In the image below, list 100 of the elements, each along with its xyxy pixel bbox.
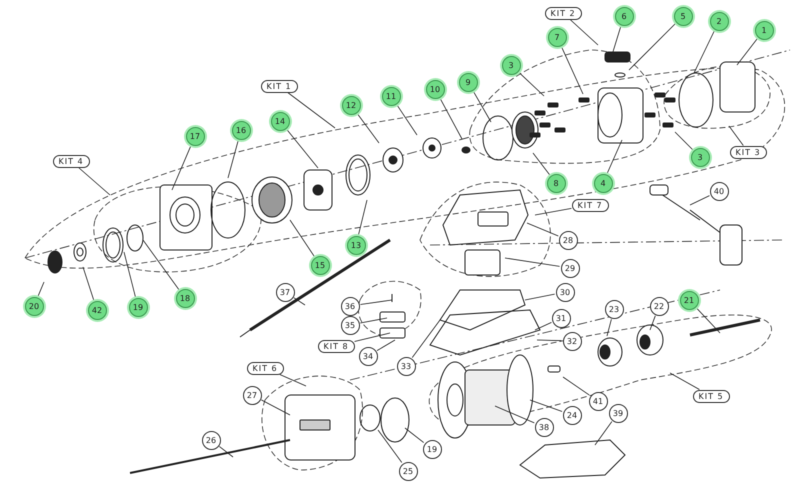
leader-line	[378, 430, 402, 463]
leader-line	[472, 90, 492, 122]
leader-line	[534, 322, 552, 330]
leader-line	[142, 240, 180, 290]
callout-number: 35	[340, 316, 360, 334]
callout-number: 7	[548, 28, 566, 46]
callout-number: 24	[562, 406, 582, 424]
leader-line	[606, 318, 612, 336]
leader-line	[494, 406, 535, 424]
leader-line	[526, 222, 559, 236]
leader-line	[290, 220, 315, 257]
leader-line	[228, 140, 239, 178]
leader-line	[360, 300, 392, 305]
callout-number: 5	[674, 6, 692, 26]
leader-line	[674, 132, 693, 150]
leader-line	[38, 282, 44, 297]
leader-line	[396, 104, 418, 136]
leader-line	[404, 428, 424, 443]
leader-line	[736, 38, 758, 66]
callout-number: 13	[346, 236, 366, 254]
callout-number: 19	[128, 298, 148, 316]
callout-number: 25	[398, 462, 418, 480]
kit-label: KIT 2	[544, 6, 582, 20]
leader-line	[530, 400, 562, 412]
kit-label: KIT 1	[260, 80, 298, 92]
kit-label: KIT 3	[730, 146, 767, 158]
callout-number: 37	[276, 282, 294, 302]
leader-line	[628, 23, 676, 70]
callout-number: 30	[556, 282, 574, 302]
callout-number: 32	[562, 332, 582, 350]
leader-line	[376, 340, 396, 351]
leader-line	[650, 315, 656, 330]
kit-label: KIT 5	[692, 390, 730, 402]
leader-line	[532, 152, 550, 176]
callout-number: 21	[680, 290, 698, 310]
leader-line	[358, 200, 368, 236]
callout-number: 42	[88, 300, 106, 320]
callout-number: 1	[754, 20, 774, 40]
callout-number: 18	[176, 288, 194, 308]
callout-number: 27	[242, 386, 262, 404]
leader-line	[172, 145, 192, 190]
callout-number: 14	[270, 112, 290, 130]
callout-number: 26	[202, 430, 220, 450]
leader-line	[287, 92, 336, 128]
callout-number: 23	[604, 300, 624, 318]
callout-number: 6	[614, 6, 634, 26]
callout-number: 12	[342, 96, 360, 114]
callout-number: 38	[534, 418, 554, 436]
callout-number: 9	[458, 72, 478, 92]
callout-number: 36	[340, 296, 360, 316]
callout-number: 31	[552, 308, 570, 328]
callout-number: 10	[426, 80, 444, 98]
kit-label: KIT 7	[572, 198, 609, 212]
callout-number: 41	[588, 392, 608, 410]
leader-line	[518, 72, 544, 96]
callout-number: 22	[650, 296, 668, 316]
callout-number: 4	[594, 174, 612, 192]
kit-label: KIT 8	[318, 340, 355, 352]
leader-line	[536, 340, 562, 342]
leader-line	[694, 30, 715, 74]
leader-line	[504, 258, 560, 267]
leader-line	[78, 167, 110, 196]
leader-line	[561, 46, 584, 94]
kit-label: KIT 6	[246, 362, 284, 374]
leader-line	[594, 421, 612, 446]
callout-number: 28	[558, 230, 578, 250]
callout-number: 40	[710, 182, 728, 200]
leader-line	[524, 294, 556, 300]
leader-line	[124, 252, 136, 298]
leader-line	[354, 332, 390, 342]
callout-number: 16	[232, 120, 250, 140]
callout-number: 3	[690, 148, 710, 166]
callout-number: 19	[422, 440, 442, 458]
leader-line	[82, 266, 94, 300]
leader-line	[286, 128, 318, 168]
leader-line	[562, 376, 590, 396]
kit-label: KIT 4	[52, 154, 90, 168]
leader-line	[728, 126, 744, 146]
callout-number: 15	[310, 256, 330, 274]
callout-number: 11	[382, 86, 400, 106]
leader-line	[218, 446, 234, 458]
leader-line	[534, 208, 572, 216]
callout-number: 29	[560, 258, 580, 278]
leader-line	[293, 297, 306, 306]
callout-number: 17	[186, 126, 204, 146]
callout-number: 39	[608, 404, 628, 422]
callout-number: 2	[710, 12, 728, 30]
leader-line	[360, 318, 388, 324]
leader-line	[279, 374, 306, 386]
leader-line	[690, 195, 710, 206]
leader-line	[606, 140, 622, 174]
leader-line	[412, 320, 440, 358]
leader-line	[440, 98, 462, 140]
callout-number: 34	[358, 346, 378, 366]
leader-line	[356, 113, 380, 144]
callout-number: 8	[546, 174, 566, 192]
leader-line	[570, 19, 598, 46]
callout-number: 33	[396, 356, 416, 376]
leader-line	[696, 307, 720, 334]
callout-number: 3	[502, 56, 520, 74]
